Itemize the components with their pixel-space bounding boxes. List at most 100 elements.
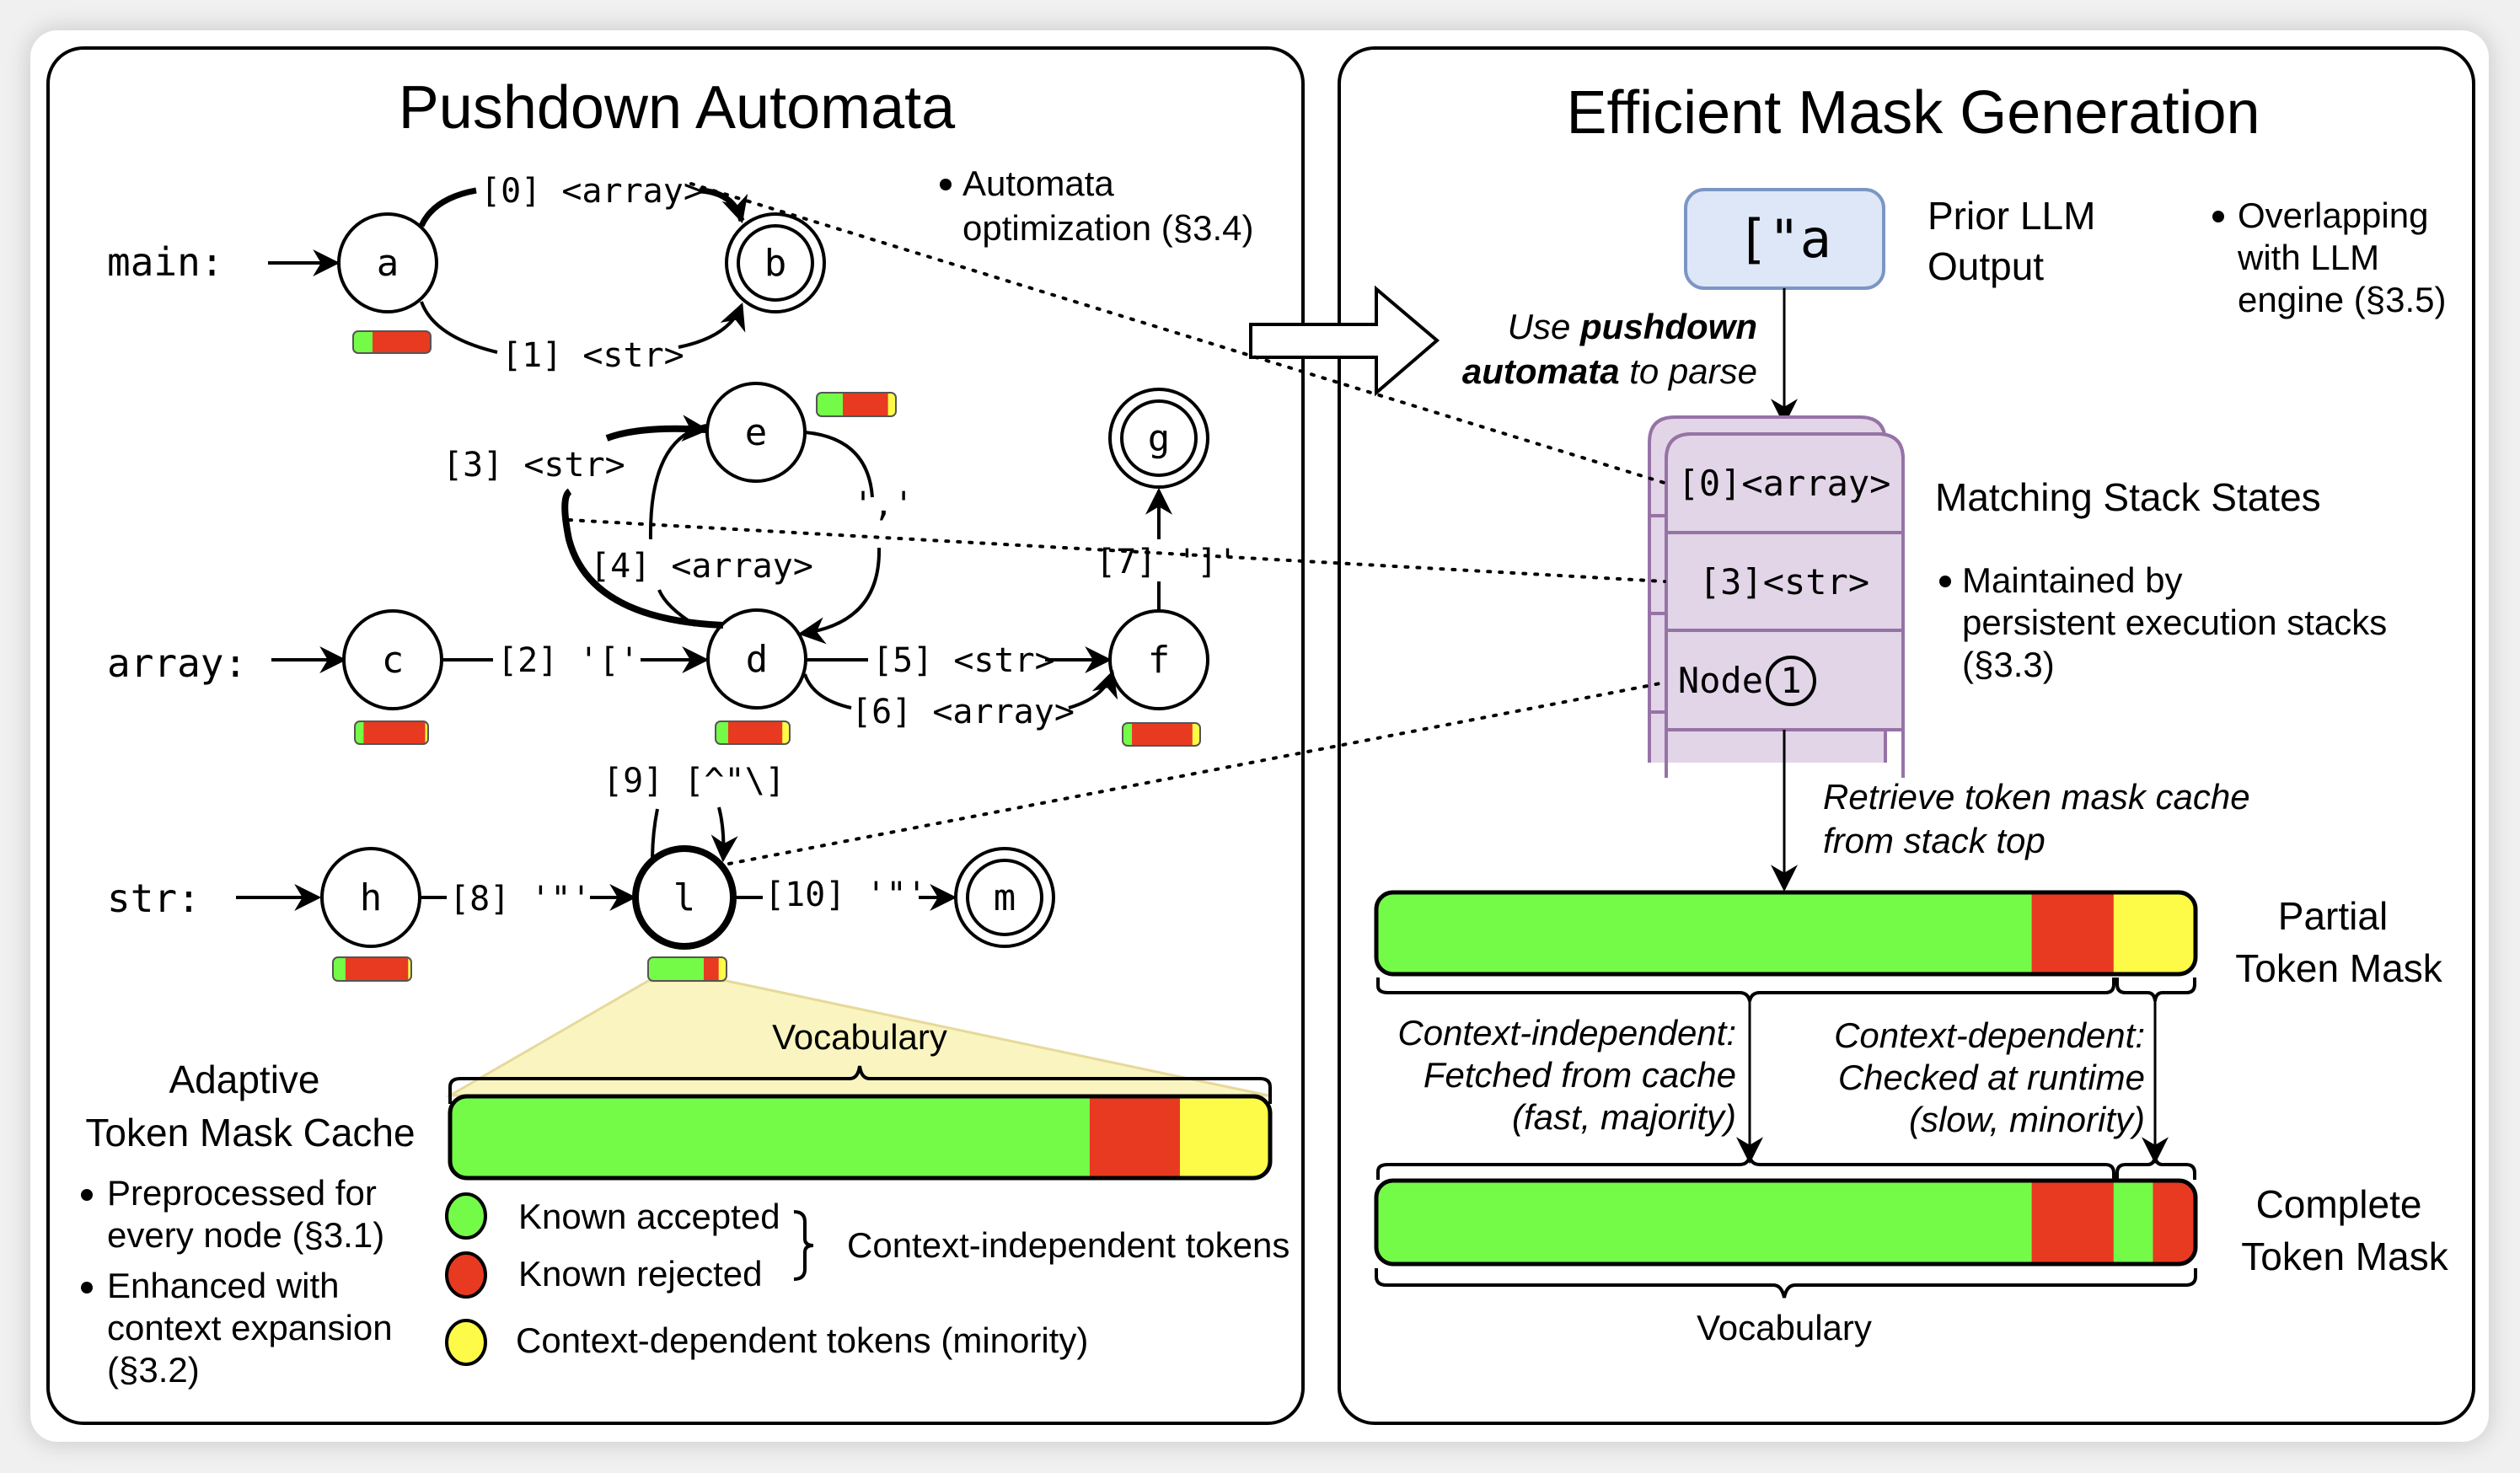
stack-note-line1: Maintained by xyxy=(1962,560,2183,600)
edge-label-5: [5] <str> xyxy=(872,641,1055,680)
context-dependent-segment xyxy=(2113,892,2196,974)
node-c[interactable]: c xyxy=(342,609,443,710)
context-dependent-segment xyxy=(782,721,790,744)
automata-note-line1: Automata xyxy=(962,163,1114,203)
node-a-label: a xyxy=(377,242,399,285)
legend-rejected-label: Known rejected xyxy=(518,1254,763,1294)
edge-label-1: [1] <str> xyxy=(501,336,684,375)
edge-l-self-in xyxy=(710,806,738,863)
edge-a-b-array xyxy=(418,187,477,228)
legend-brace xyxy=(793,1210,814,1281)
mask-bar-f xyxy=(1122,722,1201,747)
retrieve-label-line2: from stack top xyxy=(1823,821,2045,860)
automaton-name-main: main: xyxy=(107,239,223,285)
vocab-label-right: Vocabulary xyxy=(1697,1308,1872,1347)
rejected-segment xyxy=(373,331,431,353)
vocab-label-left: Vocabulary xyxy=(772,1017,947,1057)
node-l-label: l xyxy=(673,876,696,919)
mask-bar-d xyxy=(715,720,791,745)
brace-dependent-bottom xyxy=(2115,1155,2196,1180)
rejected-segment xyxy=(2031,892,2115,974)
edge-label-7: [7] ']' xyxy=(1096,543,1238,581)
rejected-segment xyxy=(727,721,783,744)
bullet-icon xyxy=(2212,211,2224,222)
stack-states: [0]<array> [3]<str> Node 1 xyxy=(1648,415,1905,778)
mask-bar-a xyxy=(352,330,432,354)
node-b-label: b xyxy=(764,242,787,285)
runtime-accepted-segment xyxy=(2113,1181,2153,1264)
node-e[interactable]: e xyxy=(705,382,807,483)
big-right-arrow xyxy=(1249,285,1440,397)
rejected-segment xyxy=(843,393,889,416)
llm-output-text: ["a xyxy=(1737,208,1831,270)
complete-mask-bar xyxy=(1374,1178,2198,1267)
cache-bullet-1-line1: Preprocessed for xyxy=(107,1173,377,1213)
stack-item-1[interactable]: [3]<str> xyxy=(1699,561,1869,603)
complete-label-line2: Token Mask xyxy=(2241,1235,2448,1278)
runtime-rejected-segment xyxy=(2153,1181,2196,1264)
accepted-segment xyxy=(1376,892,2033,974)
rejected-segment xyxy=(2031,1181,2115,1264)
llm-label-line2: Output xyxy=(1928,244,2044,288)
edge-label-6: [6] <array> xyxy=(851,693,1075,731)
rejected-segment xyxy=(704,957,720,981)
stack-item-0[interactable]: [0]<array> xyxy=(1678,463,1891,504)
bar-outline xyxy=(448,1094,1273,1181)
node-ref-circle-icon xyxy=(1766,656,1816,706)
vocab-brace-left xyxy=(448,1065,1272,1104)
node-g-label: g xyxy=(1148,417,1171,460)
rejected-segment xyxy=(363,721,426,744)
node-m[interactable]: m xyxy=(954,847,1055,948)
stack-node-ref: 1 xyxy=(1780,660,1801,701)
node-a[interactable]: a xyxy=(337,212,438,313)
edge-label-9: [9] [^"\] xyxy=(603,762,785,801)
right-panel xyxy=(1338,46,2475,1425)
edge-label-4: [4] <array> xyxy=(590,547,813,586)
node-h[interactable]: h xyxy=(320,847,421,948)
cache-bullet-2-line1: Enhanced with xyxy=(107,1266,340,1305)
dotted-link-b-to-stack0 xyxy=(689,182,1666,485)
bar-outline xyxy=(354,720,429,745)
legend-dependent-swatch xyxy=(445,1319,487,1366)
legend-group-label: Context-independent tokens xyxy=(847,1225,1289,1265)
node-d-label: d xyxy=(746,638,769,681)
accepted-segment xyxy=(648,957,705,981)
edge-label-2: [2] '[' xyxy=(497,641,640,680)
node-l[interactable]: l xyxy=(632,845,737,950)
independent-label-line2: Fetched from cache xyxy=(1424,1055,1736,1095)
automaton-name-str: str: xyxy=(107,876,201,921)
bullet-icon xyxy=(81,1189,93,1201)
rejected-segment xyxy=(1132,723,1193,746)
independent-label-line1: Context-independent: xyxy=(1397,1013,1736,1053)
brace-independent-top xyxy=(1376,978,2115,1002)
dotted-link-l-to-stack2 xyxy=(727,681,1666,865)
node-c-label: c xyxy=(382,639,405,682)
llm-note-line2: with LLM xyxy=(2237,238,2379,277)
edge-d-f-array xyxy=(803,673,852,710)
bar-outline xyxy=(647,956,727,982)
bar-outline xyxy=(816,392,897,417)
context-dependent-segment xyxy=(718,957,727,981)
edge-a-b-str-end xyxy=(678,303,746,349)
node-g[interactable]: g xyxy=(1108,388,1209,489)
stack-note-line3: (§3.3) xyxy=(1962,645,2055,684)
edge-e-d-comma xyxy=(804,431,874,498)
legend-rejected-swatch xyxy=(445,1251,487,1299)
right-panel-title: Efficient Mask Generation xyxy=(1566,79,2260,147)
bar-outline xyxy=(1122,722,1201,747)
accepted-segment xyxy=(1376,1181,2033,1264)
partial-label-line2: Token Mask xyxy=(2235,946,2442,990)
accepted-segment xyxy=(353,331,373,353)
stack-item-2[interactable]: Node xyxy=(1678,660,1763,701)
mask-bar-e xyxy=(816,392,897,417)
brace-independent-bottom xyxy=(1376,1155,2115,1180)
mask-bar-h xyxy=(332,956,412,982)
cache-mask-bar xyxy=(448,1094,1273,1181)
llm-note-line1: Overlapping xyxy=(2238,196,2428,235)
edge-d-e-array-up xyxy=(648,424,707,540)
context-dependent-segment xyxy=(408,957,411,981)
cache-title-line2: Token Mask Cache xyxy=(85,1111,415,1154)
node-f[interactable]: f xyxy=(1108,609,1209,710)
cache-bullet-2-line3: (§3.2) xyxy=(107,1350,200,1390)
node-b[interactable]: b xyxy=(725,212,826,313)
